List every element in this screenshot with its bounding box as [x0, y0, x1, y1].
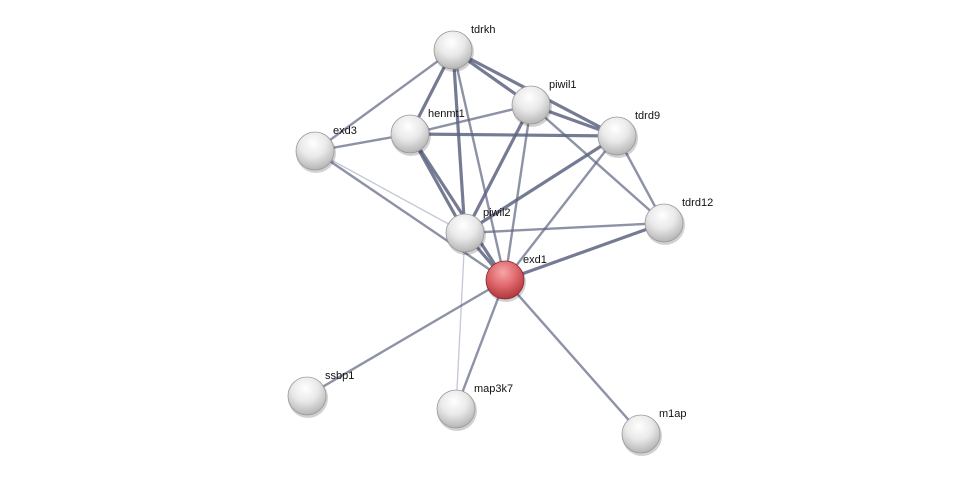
- node-exd3[interactable]: exd3: [295, 125, 357, 173]
- edge-tdrd9-exd1[interactable]: [504, 135, 618, 281]
- node-piwil1[interactable]: piwil1: [511, 79, 577, 127]
- edge-exd3-exd1[interactable]: [314, 150, 506, 281]
- node-label: tdrd12: [682, 197, 713, 209]
- node-label: map3k7: [474, 383, 513, 395]
- edge-tdrd9-piwil2[interactable]: [464, 134, 618, 235]
- node-sphere[interactable]: [485, 260, 525, 300]
- node-tdrd12[interactable]: tdrd12: [644, 197, 713, 245]
- node-sphere[interactable]: [295, 131, 335, 171]
- node-label: tdrkh: [471, 24, 495, 36]
- node-exd1[interactable]: exd1: [485, 254, 547, 302]
- node-sphere[interactable]: [597, 116, 637, 156]
- node-ssbp1[interactable]: ssbp1: [287, 370, 354, 418]
- edge-piwil2-tdrd12[interactable]: [464, 221, 665, 235]
- edge-henmt1-tdrd9[interactable]: [409, 132, 618, 138]
- node-label: henmt1: [428, 108, 465, 120]
- node-label: exd1: [523, 254, 547, 266]
- edge-exd1-tdrd12[interactable]: [504, 221, 665, 282]
- node-label: m1ap: [659, 408, 687, 420]
- node-label: piwil2: [483, 207, 511, 219]
- node-sphere[interactable]: [621, 414, 661, 454]
- edge-piwil1-piwil2[interactable]: [463, 104, 533, 234]
- node-label: ssbp1: [325, 370, 354, 382]
- node-sphere[interactable]: [287, 376, 327, 416]
- edge-piwil1-tdrd12[interactable]: [530, 104, 665, 224]
- edge-exd3-piwil2[interactable]: [314, 150, 466, 234]
- node-piwil2[interactable]: piwil2: [445, 207, 511, 255]
- node-henmt1[interactable]: henmt1: [390, 108, 465, 156]
- edge-piwil2-map3k7[interactable]: [455, 232, 466, 410]
- node-m1ap[interactable]: m1ap: [621, 408, 687, 456]
- node-label: piwil1: [549, 79, 577, 91]
- edge-exd1-ssbp1[interactable]: [306, 278, 506, 398]
- nodes-layer: tdrkh piwil1 henmt1 exd3 tdrd9 tdrd12 piwil2 ex…: [287, 24, 713, 456]
- node-map3k7[interactable]: map3k7: [436, 383, 513, 431]
- edge-tdrkh-piwil2[interactable]: [451, 49, 467, 234]
- node-label: exd3: [333, 125, 357, 137]
- node-sphere[interactable]: [390, 114, 430, 154]
- node-sphere[interactable]: [433, 30, 473, 70]
- node-label: tdrd9: [635, 110, 660, 122]
- edge-exd1-map3k7[interactable]: [454, 279, 507, 410]
- edge-tdrkh-exd3[interactable]: [314, 49, 454, 152]
- edge-piwil1-henmt1[interactable]: [409, 103, 532, 136]
- edges-layer: [306, 48, 666, 435]
- edge-exd1-m1ap[interactable]: [504, 279, 642, 435]
- node-tdrkh[interactable]: tdrkh: [433, 24, 495, 72]
- edge-henmt1-exd1[interactable]: [408, 133, 507, 281]
- node-tdrd9[interactable]: tdrd9: [597, 110, 660, 158]
- node-sphere[interactable]: [445, 213, 485, 253]
- node-sphere[interactable]: [511, 85, 551, 125]
- node-sphere[interactable]: [436, 389, 476, 429]
- edge-tdrkh-exd1[interactable]: [451, 49, 507, 281]
- node-sphere[interactable]: [644, 203, 684, 243]
